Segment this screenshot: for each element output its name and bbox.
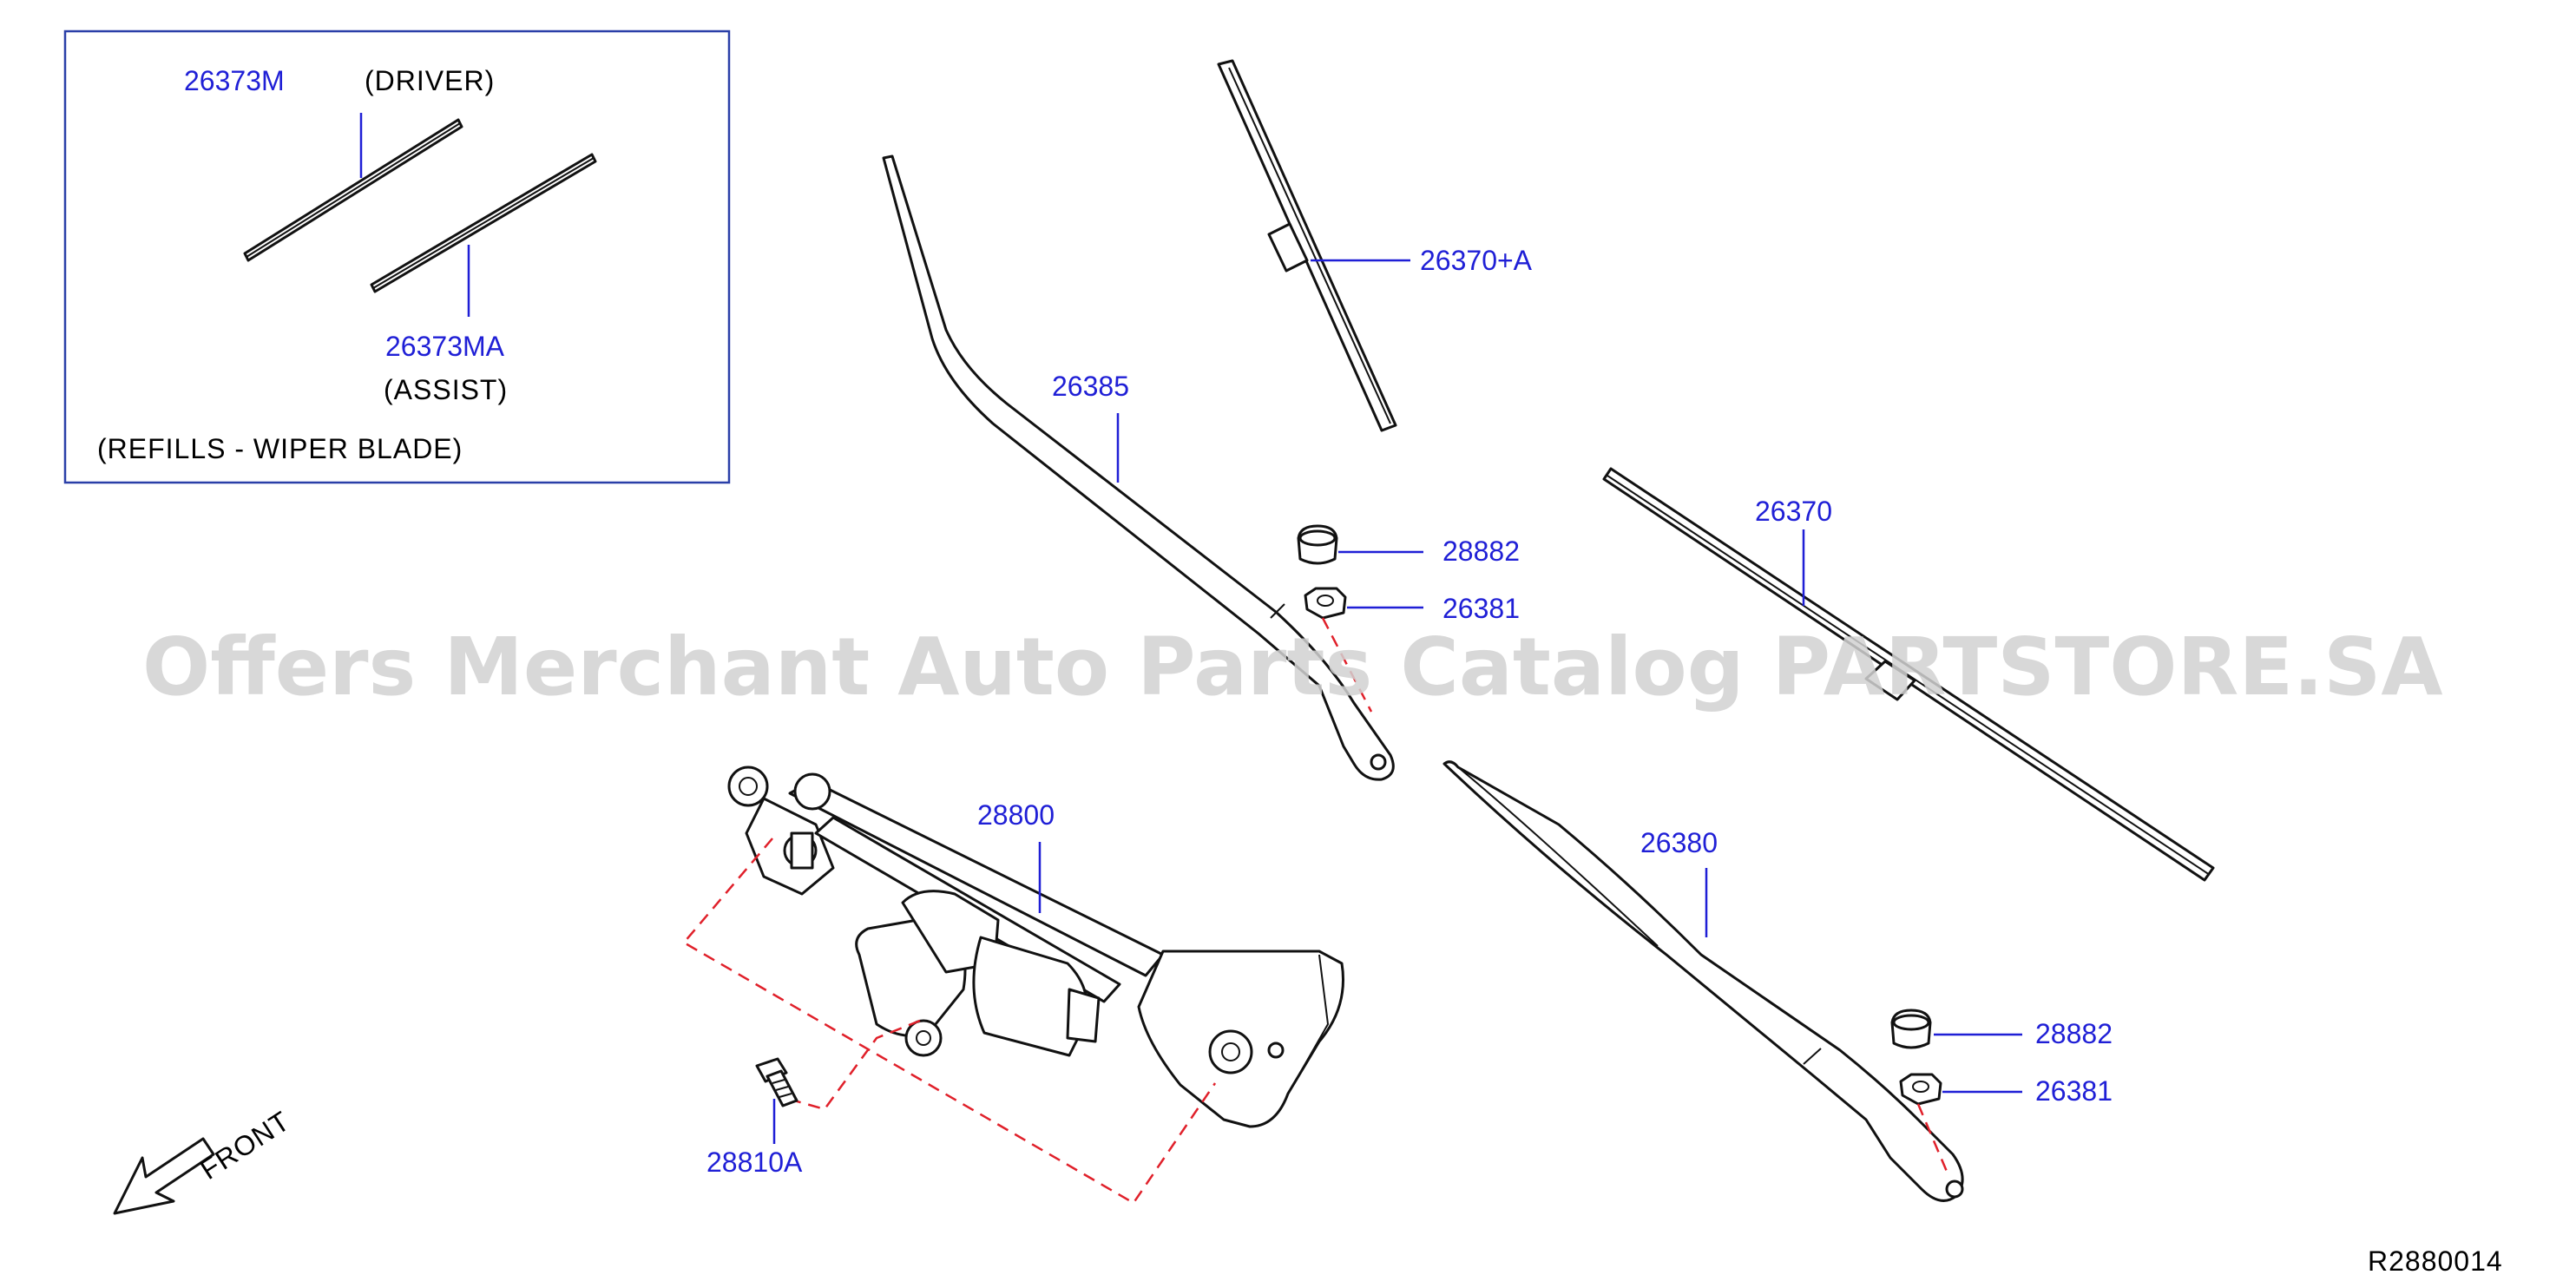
wiper-blade-driver: 26370+A — [1217, 59, 1533, 432]
mounting-guide-lines — [682, 838, 1217, 1205]
wiper-motor-housing — [972, 936, 1088, 1057]
blade-assist-adapter — [1864, 660, 1916, 701]
motor-mount-boss — [904, 1019, 943, 1057]
refill-driver-note: (DRIVER) — [365, 65, 495, 96]
linkage-motor-part-number[interactable]: 28800 — [977, 799, 1055, 831]
arm-driver-part-number[interactable]: 26385 — [1052, 371, 1129, 402]
wiper-arm-assist: 26380 — [1442, 760, 1964, 1202]
front-label: FRONT — [194, 1105, 295, 1186]
pivot-nut-upper — [1304, 587, 1347, 620]
front-arrow-icon — [113, 1137, 215, 1215]
watermark-text: Offers Merchant Auto Parts Catalog PARTS… — [142, 621, 2443, 713]
arm-assist-pivot-hole — [1945, 1180, 1964, 1199]
nut-upper-part-number[interactable]: 26381 — [1442, 593, 1520, 624]
wiper-arm-driver: 26385 — [882, 154, 1395, 781]
blade-driver-part-number[interactable]: 26370+A — [1420, 245, 1533, 276]
refill-assist-part-number[interactable]: 26373MA — [385, 331, 505, 362]
cap-lower-part-number[interactable]: 28882 — [2035, 1018, 2113, 1049]
front-direction-indicator: FRONT — [113, 1105, 295, 1215]
bolt-part-number[interactable]: 28810A — [706, 1147, 803, 1178]
arm-driver-pivot-hole — [1370, 753, 1387, 771]
arm-assist-part-number[interactable]: 26380 — [1640, 827, 1718, 858]
lower-fastener-guide — [1916, 1103, 1949, 1174]
linkage-left-pivot — [727, 766, 769, 807]
cap-nut-lower: 28882 26381 — [1890, 1009, 2113, 1174]
cap-nut-upper: 28882 26381 — [1297, 524, 1520, 713]
wiper-blade-assist: 26370 — [1602, 467, 2215, 882]
wiper-linkage-motor: 28800 — [727, 766, 1345, 1128]
refill-driver-part-number[interactable]: 26373M — [184, 65, 285, 96]
blade-driver-adapter — [1267, 222, 1309, 273]
diagram-code: R2880014 — [2368, 1245, 2503, 1277]
inset-frame — [63, 30, 731, 484]
mounting-bolt: 28810A — [706, 1057, 803, 1178]
cap-upper-part-number[interactable]: 28882 — [1442, 536, 1520, 567]
nut-lower-part-number[interactable]: 26381 — [2035, 1075, 2113, 1107]
refills-inset: 26373M (DRIVER) 26373MA (ASSIST) (REFILL… — [63, 30, 731, 484]
pivot-nut-lower — [1899, 1073, 1942, 1106]
inset-caption: (REFILLS - WIPER BLADE) — [97, 433, 463, 464]
refill-assist-note: (ASSIST) — [384, 374, 508, 405]
upper-fastener-guide — [1321, 617, 1373, 713]
blade-assist-part-number[interactable]: 26370 — [1755, 496, 1832, 527]
